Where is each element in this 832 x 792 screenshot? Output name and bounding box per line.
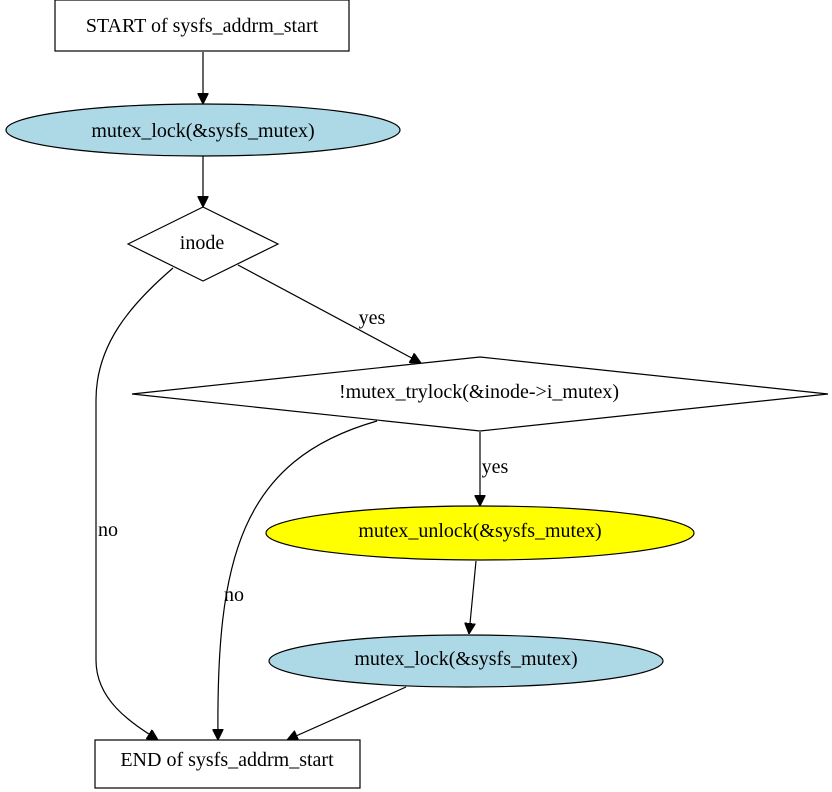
lock2-label: mutex_lock(&sysfs_mutex) — [354, 648, 577, 670]
start-label: START of sysfs_addrm_start — [86, 15, 319, 37]
node-lock1: mutex_lock(&sysfs_mutex) — [5, 103, 401, 157]
edge-inode-yes — [237, 264, 421, 363]
lock2-ellipse — [268, 634, 664, 688]
edge-label-trylock-yes: yes — [482, 456, 509, 478]
inode-diamond — [126, 206, 280, 282]
edge-trylock-no — [218, 420, 378, 740]
edge-labels: yes no yes no — [98, 307, 509, 606]
edge-unlock-to-lock2 — [469, 560, 477, 634]
trylock-diamond — [131, 356, 829, 432]
lock1-ellipse — [5, 103, 401, 157]
edge-lock2-to-end — [287, 686, 407, 740]
trylock-label: !mutex_trylock(&inode->i_mutex) — [339, 381, 619, 403]
edge-label-inode-yes: yes — [359, 307, 386, 329]
node-trylock: !mutex_trylock(&inode->i_mutex) — [131, 356, 829, 432]
unlock-label: mutex_unlock(&sysfs_mutex) — [358, 520, 601, 542]
node-inode: inode — [126, 206, 280, 282]
node-lock2: mutex_lock(&sysfs_mutex) — [268, 634, 664, 688]
edges — [95, 52, 480, 740]
node-end: END of sysfs_addrm_start — [94, 739, 361, 789]
edge-label-inode-no: no — [98, 519, 118, 541]
node-start: START of sysfs_addrm_start — [54, 0, 350, 52]
start-box — [54, 0, 350, 52]
edge-inode-no — [95, 267, 174, 740]
lock1-label: mutex_lock(&sysfs_mutex) — [91, 120, 314, 142]
end-box — [94, 739, 361, 789]
node-unlock: mutex_unlock(&sysfs_mutex) — [265, 505, 695, 561]
end-label: END of sysfs_addrm_start — [120, 749, 334, 771]
unlock-ellipse — [265, 505, 695, 561]
inode-label: inode — [180, 232, 225, 254]
edge-label-trylock-no: no — [224, 584, 244, 606]
